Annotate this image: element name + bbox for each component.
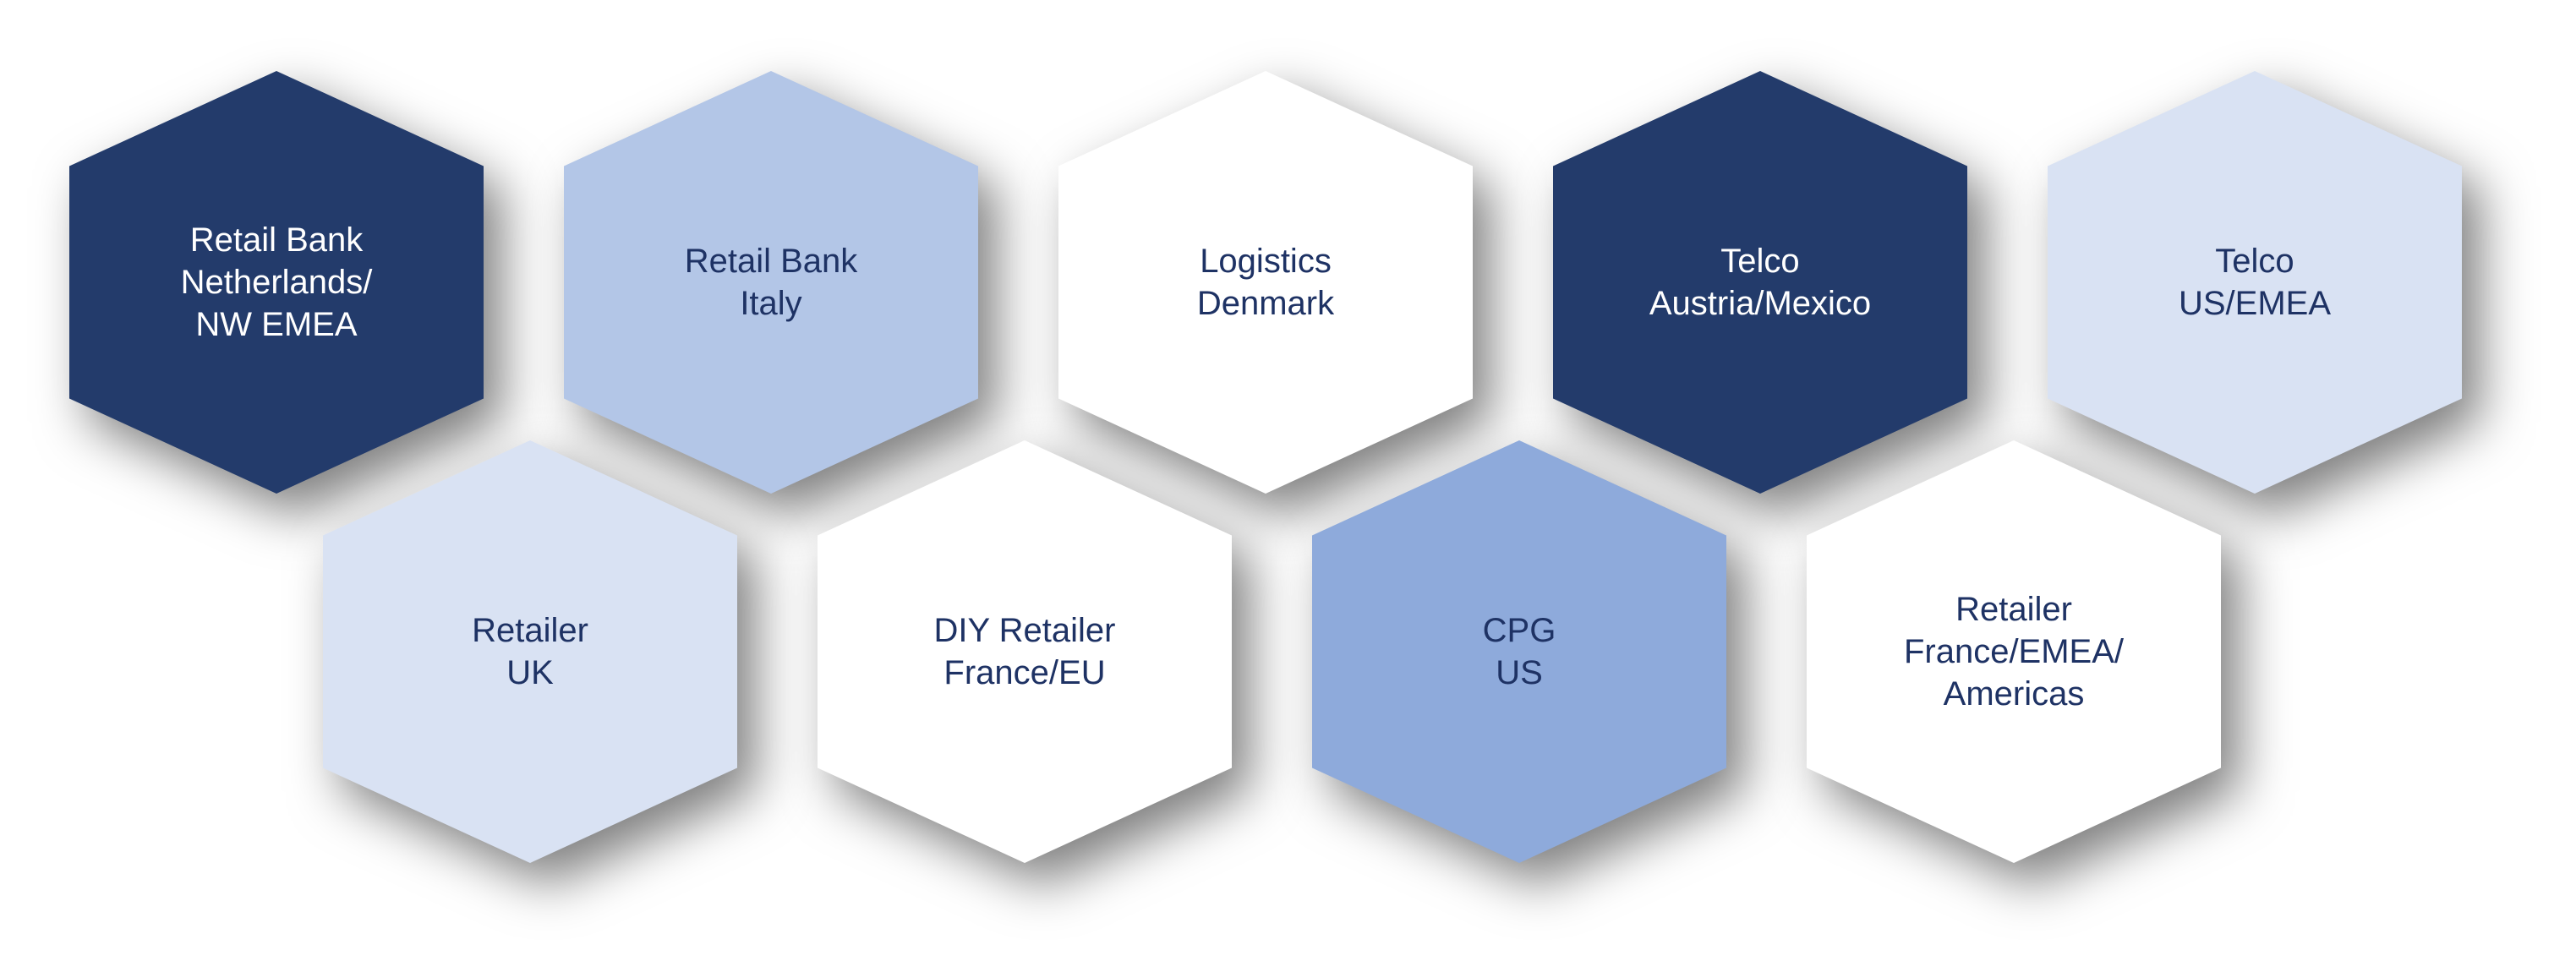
hex-label: Retail Bank Italy	[564, 71, 978, 494]
hex-shape	[2048, 71, 2462, 494]
hex-label: Telco US/EMEA	[2048, 71, 2462, 494]
hex-label: DIY Retailer France/EU	[818, 440, 1232, 863]
hex-logistics-denmark: Logistics Denmark	[1058, 71, 1473, 494]
hex-retailer-france-emea: Retailer France/EMEA/ Americas	[1807, 440, 2221, 863]
hex-title: Retail Bank	[189, 221, 364, 259]
hex-retail-bank-italy: Retail Bank Italy	[564, 71, 978, 494]
hex-title: Retailer	[472, 612, 588, 649]
hex-title: Telco	[1720, 243, 1800, 280]
hex-label: Retail Bank Netherlands/ NW EMEA	[69, 71, 484, 494]
hex-shape	[323, 440, 737, 863]
hex-shape	[564, 71, 978, 494]
hex-diy-retailer-france: DIY Retailer France/EU	[818, 440, 1232, 863]
hex-shape	[1058, 71, 1473, 494]
hex-telco-us-emea: Telco US/EMEA	[2048, 71, 2462, 494]
hex-label: Retailer UK	[323, 440, 737, 863]
hex-subtitle: France/EU	[943, 654, 1106, 691]
hex-label: Logistics Denmark	[1058, 71, 1473, 494]
hex-title: CPG	[1482, 612, 1556, 649]
hex-shape	[1553, 71, 1967, 494]
hex-title: Logistics	[1200, 243, 1332, 280]
hex-title: Telco	[2215, 243, 2294, 280]
hex-subtitle: US/EMEA	[2178, 285, 2332, 322]
hex-subtitle: US	[1496, 654, 1543, 691]
hex-retailer-uk: Retailer UK	[323, 440, 737, 863]
hex-shape	[1807, 440, 2221, 863]
hex-subtitle: Italy	[740, 285, 802, 322]
hex-title: Retail Bank	[684, 243, 858, 280]
hex-shape	[69, 71, 484, 494]
hex-subtitle: France/EMEA/ Americas	[1903, 633, 2125, 713]
hex-label: Retailer France/EMEA/ Americas	[1807, 440, 2221, 863]
hex-subtitle: Netherlands/ NW EMEA	[180, 264, 373, 343]
hex-retail-bank-netherlands: Retail Bank Netherlands/ NW EMEA	[69, 71, 484, 494]
hex-subtitle: Denmark	[1196, 285, 1335, 322]
hex-title: DIY Retailer	[933, 612, 1116, 649]
hex-label: CPG US	[1312, 440, 1726, 863]
hex-subtitle: UK	[506, 654, 554, 691]
hex-shape	[1312, 440, 1726, 863]
hex-subtitle: Austria/Mexico	[1649, 285, 1872, 322]
hex-cpg-us: CPG US	[1312, 440, 1726, 863]
hex-title: Retailer	[1955, 591, 2072, 628]
hex-label: Telco Austria/Mexico	[1553, 71, 1967, 494]
hex-telco-austria-mexico: Telco Austria/Mexico	[1553, 71, 1967, 494]
hex-shape	[818, 440, 1232, 863]
